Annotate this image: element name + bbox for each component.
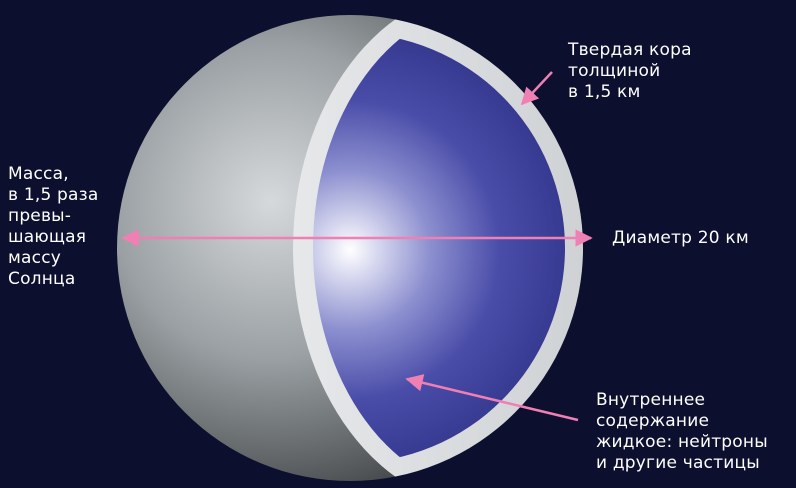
interior-label-line: жидкое: нейтроны <box>596 432 768 452</box>
mass-label-line: Солнца <box>8 269 76 289</box>
crust-label-line: в 1,5 км <box>568 82 641 102</box>
crust-thickness-label: Твердая кора толщиной в 1,5 км <box>568 40 692 103</box>
mass-label-line: в 1,5 раза <box>8 185 99 205</box>
diameter-label: Диаметр 20 км <box>612 228 749 249</box>
interior-label-line: Внутреннее <box>596 390 706 410</box>
star-interior <box>313 33 565 463</box>
interior-arrow <box>405 374 579 422</box>
interior-label-line: содержание <box>596 411 710 431</box>
mass-label-line: превы- <box>8 206 72 226</box>
crust-label-line: толщиной <box>568 61 661 81</box>
diameter-label-line: Диаметр 20 км <box>612 228 749 248</box>
crust-label-line: Твердая кора <box>568 40 692 60</box>
interior-label-line: и другие частицы <box>596 453 760 473</box>
mass-label-line: Масса, <box>8 164 69 184</box>
interior-label: Внутреннее содержание жидкое: нейтроны и… <box>596 390 768 474</box>
mass-label-line: массу <box>8 248 61 268</box>
mass-label-line: шающая <box>8 227 87 247</box>
mass-label: Масса, в 1,5 раза превы- шающая массу Со… <box>8 164 99 290</box>
crust-arrow <box>520 71 553 106</box>
